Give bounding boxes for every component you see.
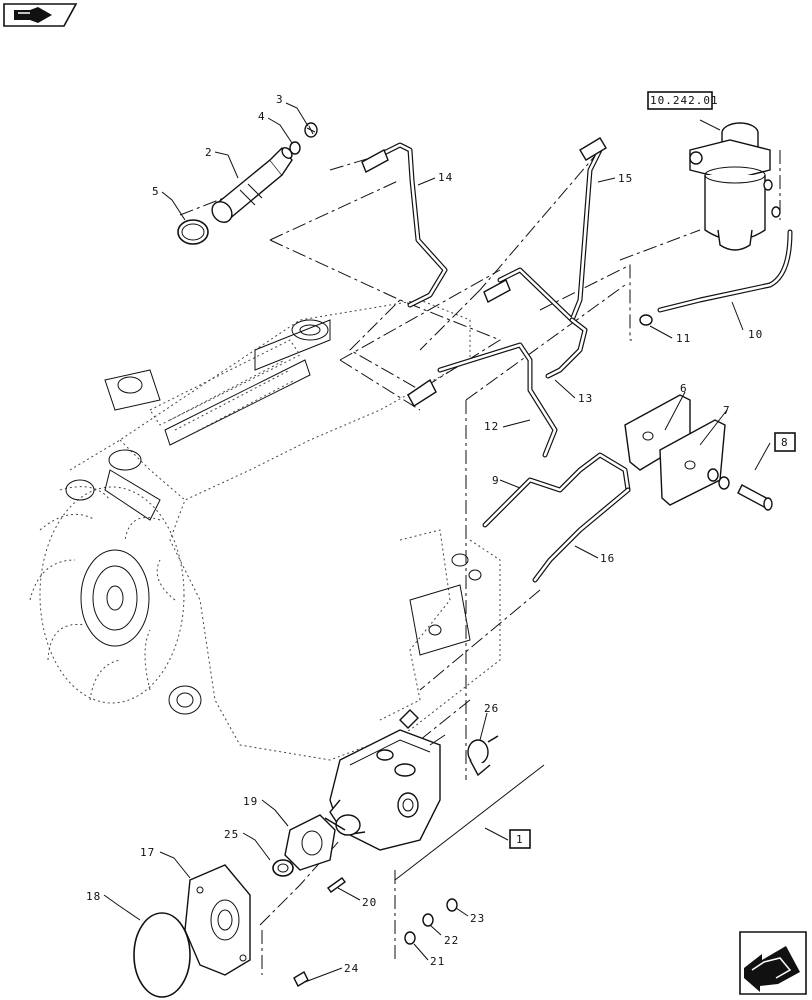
gasket xyxy=(284,814,336,871)
large-o-ring xyxy=(133,912,191,998)
callout-9: 9 xyxy=(492,474,500,487)
injection-pump xyxy=(324,709,446,851)
callout-16: 16 xyxy=(600,552,615,565)
callout-22: 22 xyxy=(444,934,459,947)
injection-line-16 xyxy=(532,487,631,583)
bolt-24 xyxy=(293,971,309,987)
bolt-assembly xyxy=(707,468,773,511)
fuel-hose xyxy=(657,229,793,313)
callout-23: 23 xyxy=(470,912,485,925)
svg-text:8: 8 xyxy=(781,436,789,449)
leader-lines xyxy=(103,102,771,983)
fuel-filter xyxy=(689,122,781,251)
reference-link-text[interactable]: 10.242.01 xyxy=(650,94,719,107)
washer-25 xyxy=(272,859,294,877)
injection-line-15 xyxy=(483,137,607,323)
boxed-callout-8[interactable]: 8 xyxy=(774,432,796,452)
nut-23 xyxy=(446,898,458,912)
callout-6: 6 xyxy=(680,382,688,395)
callout-18: 18 xyxy=(86,890,101,903)
injection-line-14 xyxy=(361,142,448,308)
callout-15: 15 xyxy=(618,172,633,185)
fuel-injector xyxy=(211,146,293,223)
callout-5: 5 xyxy=(152,185,160,198)
callout-21: 21 xyxy=(430,955,445,968)
washer-21 xyxy=(404,931,416,945)
callout-17: 17 xyxy=(140,846,155,859)
guide-lines xyxy=(179,149,781,975)
callout-labels: 3 4 2 5 14 15 10 11 13 12 9 16 6 7 26 19… xyxy=(86,93,763,975)
washer xyxy=(289,141,301,155)
callout-20: 20 xyxy=(362,896,377,909)
callout-24: 24 xyxy=(344,962,359,975)
callout-3: 3 xyxy=(276,93,284,106)
washer-22 xyxy=(422,913,434,927)
callout-14: 14 xyxy=(438,171,453,184)
callout-11: 11 xyxy=(676,332,691,345)
injection-line-13 xyxy=(545,317,588,379)
callout-13: 13 xyxy=(578,392,593,405)
cover-plate xyxy=(184,864,251,976)
svg-text:1: 1 xyxy=(516,833,524,846)
next-page-arrow-icon[interactable] xyxy=(739,931,807,995)
callout-26: 26 xyxy=(484,702,499,715)
callout-12: 12 xyxy=(484,420,499,433)
stud xyxy=(327,877,346,893)
callout-7: 7 xyxy=(723,404,731,417)
callout-4: 4 xyxy=(258,110,266,123)
boxed-callout-1[interactable]: 1 xyxy=(509,829,531,849)
solenoid xyxy=(467,735,499,777)
injection-line-9 xyxy=(482,452,631,528)
callout-2: 2 xyxy=(205,146,213,159)
callout-25: 25 xyxy=(224,828,239,841)
reference-link-box[interactable]: 10.242.01 xyxy=(647,91,719,110)
hose-clamp xyxy=(639,314,653,326)
engine-block xyxy=(29,299,501,761)
callout-10: 10 xyxy=(748,328,763,341)
book-arrow-icon[interactable] xyxy=(3,3,78,27)
callout-19: 19 xyxy=(243,795,258,808)
cooling-fan xyxy=(29,486,185,704)
injection-line-12 xyxy=(407,342,558,458)
o-ring xyxy=(177,219,209,245)
